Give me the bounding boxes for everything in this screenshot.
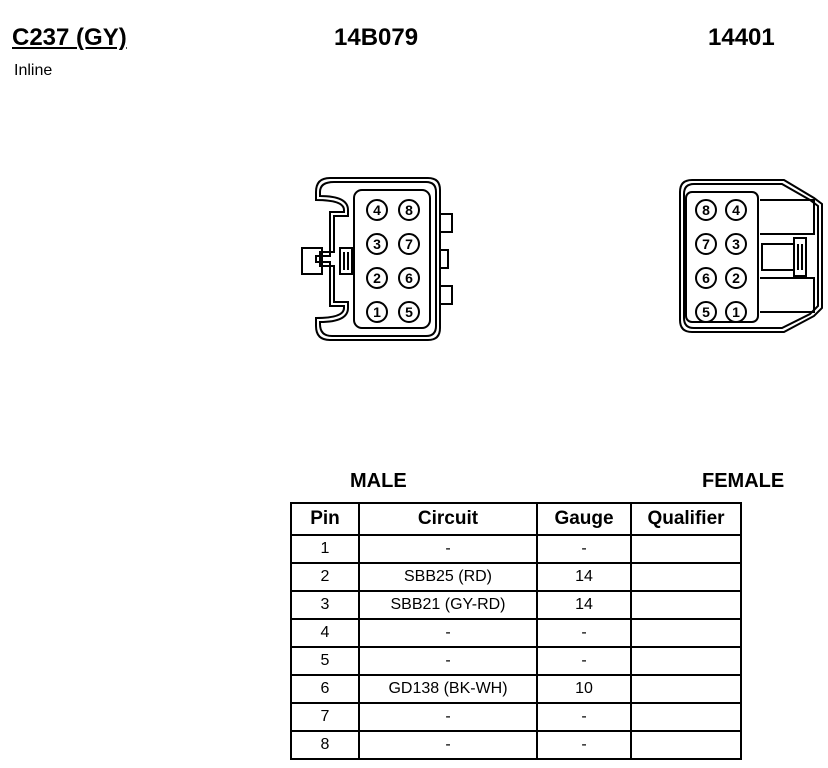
table-row: 5-- — [290, 646, 742, 676]
cell-pin: 2 — [290, 562, 360, 592]
cell-gauge: - — [536, 702, 632, 732]
cell-qualifier — [630, 730, 742, 760]
male-pin-circle — [366, 301, 388, 323]
male-pin-number: 7 — [405, 236, 413, 252]
table-row: 7-- — [290, 702, 742, 732]
cell-gauge: - — [536, 646, 632, 676]
table-row: 1-- — [290, 534, 742, 564]
cell-circuit: - — [358, 618, 538, 648]
female-part-number: 14401 — [708, 24, 775, 51]
female-pin-number: 7 — [702, 236, 710, 252]
female-pin-number: 5 — [702, 304, 710, 320]
header-qualifier: Qualifier — [630, 502, 742, 536]
female-pin-circle — [725, 267, 747, 289]
male-pin-circle — [398, 199, 420, 221]
cell-circuit: - — [358, 702, 538, 732]
female-pin-circle — [695, 267, 717, 289]
male-part-number: 14B079 — [334, 24, 419, 51]
cell-gauge: - — [536, 730, 632, 760]
cell-pin: 7 — [290, 702, 360, 732]
male-pin-circle — [398, 233, 420, 255]
male-pin-number: 6 — [405, 270, 413, 286]
table-row: 8-- — [290, 730, 742, 760]
male-pin-number: 4 — [373, 202, 381, 218]
male-connector-diagram — [301, 177, 453, 341]
cell-qualifier — [630, 646, 742, 676]
cell-gauge: 14 — [536, 590, 632, 620]
connector-location: Inline — [14, 62, 53, 79]
male-pin-circle — [366, 199, 388, 221]
cell-pin: 5 — [290, 646, 360, 676]
cell-gauge: 10 — [536, 674, 632, 704]
cell-qualifier — [630, 702, 742, 732]
female-pin-layout: 8 4 7 3 6 2 5 1 — [695, 199, 747, 323]
female-pin-number: 4 — [732, 202, 740, 218]
male-pin-circle — [398, 267, 420, 289]
female-connector-diagram — [679, 179, 823, 333]
cell-qualifier — [630, 534, 742, 564]
female-pin-circle — [695, 199, 717, 221]
male-pin-number: 2 — [373, 270, 381, 286]
cell-qualifier — [630, 590, 742, 620]
header-gauge: Gauge — [536, 502, 632, 536]
cell-gauge: 14 — [536, 562, 632, 592]
female-pin-circle — [725, 301, 747, 323]
cell-circuit: - — [358, 646, 538, 676]
cell-gauge: - — [536, 534, 632, 564]
male-pin-number: 1 — [373, 304, 381, 320]
female-pin-number: 2 — [732, 270, 740, 286]
male-pin-layout: 4 8 3 7 2 6 1 5 — [366, 199, 420, 323]
cell-circuit: SBB21 (GY-RD) — [358, 590, 538, 620]
female-pin-number: 6 — [702, 270, 710, 286]
female-pin-circle — [725, 199, 747, 221]
cell-circuit: GD138 (BK-WH) — [358, 674, 538, 704]
cell-pin: 3 — [290, 590, 360, 620]
male-pin-circle — [366, 267, 388, 289]
pin-table-header: Pin Circuit Gauge Qualifier — [290, 502, 742, 536]
male-pin-number: 3 — [373, 236, 381, 252]
female-view-label: FEMALE — [702, 470, 785, 492]
cell-circuit: - — [358, 534, 538, 564]
male-pin-number: 8 — [405, 202, 413, 218]
header-circuit: Circuit — [358, 502, 538, 536]
cell-qualifier — [630, 674, 742, 704]
female-pin-circle — [725, 233, 747, 255]
cell-gauge: - — [536, 618, 632, 648]
female-pin-number: 1 — [732, 304, 740, 320]
female-pin-number: 8 — [702, 202, 710, 218]
male-pin-circle — [366, 233, 388, 255]
header-pin: Pin — [290, 502, 360, 536]
female-pin-circle — [695, 233, 717, 255]
table-row: 4-- — [290, 618, 742, 648]
cell-pin: 4 — [290, 618, 360, 648]
female-pin-number: 3 — [732, 236, 740, 252]
female-pin-circle — [695, 301, 717, 323]
male-view-label: MALE — [350, 470, 407, 492]
cell-pin: 8 — [290, 730, 360, 760]
cell-pin: 6 — [290, 674, 360, 704]
cell-qualifier — [630, 562, 742, 592]
cell-qualifier — [630, 618, 742, 648]
male-pin-circle — [398, 301, 420, 323]
male-pin-number: 5 — [405, 304, 413, 320]
connector-id: C237 (GY) — [12, 24, 127, 51]
cell-pin: 1 — [290, 534, 360, 564]
cell-circuit: SBB25 (RD) — [358, 562, 538, 592]
cell-circuit: - — [358, 730, 538, 760]
